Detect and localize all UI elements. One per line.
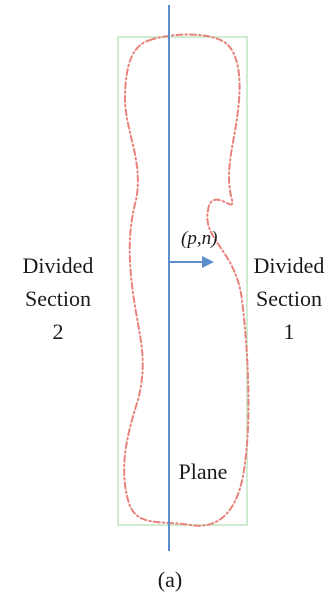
- right-section-line-1: Divided: [254, 253, 325, 278]
- right-section-line-3: 1: [284, 319, 295, 344]
- left-section-line-2: Section: [25, 286, 91, 311]
- left-section-line-3: 2: [53, 319, 64, 344]
- object-outline: [123, 33, 250, 527]
- figure-caption: (a): [158, 567, 182, 592]
- bounding-box: [117, 36, 248, 526]
- plane-label: Plane: [179, 459, 228, 484]
- vector-label: (p,n): [181, 228, 217, 249]
- left-section-line-1: Divided: [23, 253, 94, 278]
- right-section-line-2: Section: [256, 286, 322, 311]
- normal-vector-arrowhead: [202, 256, 214, 268]
